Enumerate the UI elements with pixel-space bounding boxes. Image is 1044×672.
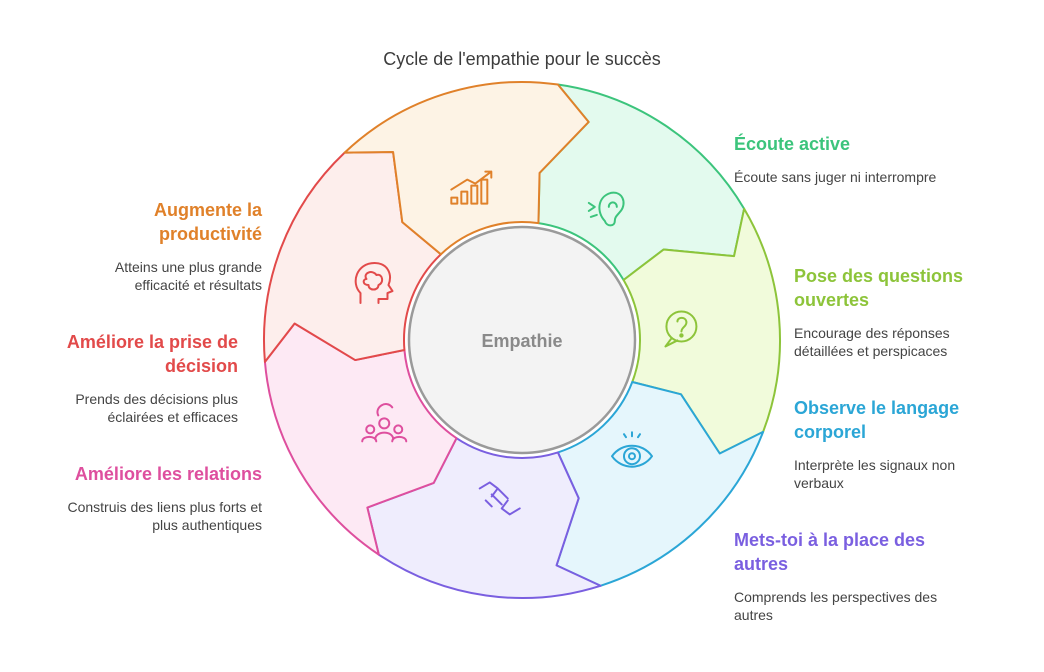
question-bubble-icon bbox=[664, 310, 698, 348]
label-title: Écoute active bbox=[734, 134, 851, 154]
handshake-icon bbox=[478, 481, 521, 516]
page-title: Cycle de l'empathie pour le succès bbox=[383, 49, 661, 69]
label-desc: Encourage des réponses détaillées et per… bbox=[794, 325, 950, 359]
label-ecoute-active: Écoute active Écoute sans juger ni inter… bbox=[734, 132, 994, 186]
label-pose-questions: Pose des questions ouvertes Encourage de… bbox=[794, 264, 994, 360]
label-desc: Atteins une plus grande efficacité et ré… bbox=[114, 259, 262, 293]
label-title: Observe le langage corporel bbox=[794, 398, 960, 442]
eye-icon bbox=[610, 431, 653, 468]
label-title: Améliore la prise de décision bbox=[66, 332, 238, 376]
label-title: Améliore les relations bbox=[74, 464, 262, 484]
label-relations: Améliore les relations Construis des lie… bbox=[2, 462, 262, 534]
ear-icon bbox=[587, 191, 625, 227]
center-circle bbox=[407, 225, 637, 455]
label-prise-de-decision: Améliore la prise de décision Prends des… bbox=[0, 330, 238, 426]
label-desc: Comprends les perspectives des autres bbox=[734, 589, 938, 623]
center-label: Empathie bbox=[481, 331, 562, 351]
label-desc: Écoute sans juger ni interrompre bbox=[734, 169, 937, 185]
sector-productivite bbox=[343, 81, 590, 256]
label-title: Augmente la productivité bbox=[153, 200, 262, 244]
people-icon bbox=[361, 403, 408, 443]
brain-head-icon bbox=[354, 262, 394, 305]
label-desc: Prends des décisions plus éclairées et e… bbox=[75, 391, 238, 425]
label-title: Mets-toi à la place des autres bbox=[734, 530, 926, 574]
label-productivite: Augmente la productivité Atteins une plu… bbox=[2, 198, 262, 294]
label-langage-corporel: Observe le langage corporel Interprète l… bbox=[794, 396, 994, 492]
label-desc: Interprète les signaux non verbaux bbox=[794, 457, 956, 491]
label-title: Pose des questions ouvertes bbox=[794, 266, 964, 310]
label-desc: Construis des liens plus forts et plus a… bbox=[67, 499, 262, 533]
growth-chart-icon bbox=[450, 170, 493, 205]
label-place-des-autres: Mets-toi à la place des autres Comprends… bbox=[734, 528, 974, 624]
